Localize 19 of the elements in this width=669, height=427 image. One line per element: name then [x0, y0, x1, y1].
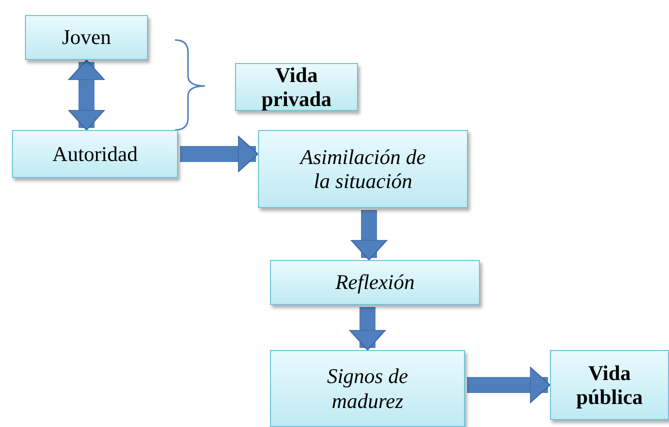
block-arrow	[350, 210, 388, 260]
block-arrow	[467, 366, 550, 404]
box-label: Asimilación de la situación	[298, 144, 427, 194]
block-arrow	[349, 307, 386, 350]
process-box	[270, 350, 465, 427]
process-box	[25, 15, 148, 60]
box-label: Vida privada	[260, 62, 332, 112]
process-box	[12, 130, 178, 178]
box-label: Joven	[62, 25, 111, 50]
process-box	[550, 350, 669, 420]
box-label: Reflexión	[335, 270, 415, 295]
block-arrow	[180, 136, 258, 172]
process-box	[235, 63, 358, 111]
process-box	[270, 260, 480, 305]
box-label: Vida pública	[575, 360, 644, 410]
box-label: Signos de madurez	[326, 364, 410, 413]
process-box	[258, 130, 468, 208]
box-label: Autoridad	[52, 142, 138, 166]
double-block-arrow	[68, 60, 105, 130]
